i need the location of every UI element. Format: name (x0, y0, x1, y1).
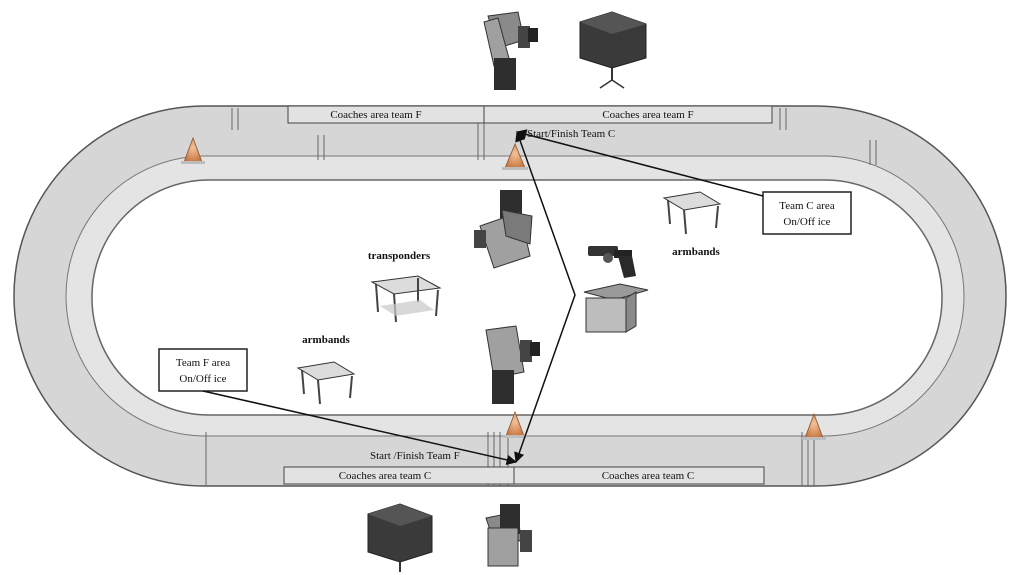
starter-stand-icon (583, 283, 649, 333)
cone-icon (802, 412, 826, 440)
armbands-table-right-icon (662, 191, 722, 235)
start-finish-team-f-label: Start /Finish Team F (370, 450, 460, 462)
video-camera-icon (483, 11, 538, 90)
coaches-area-bottom-left-label: Coaches area team C (339, 470, 432, 482)
team-c-area-sublabel: On/Off ice (783, 216, 830, 228)
speaker-box-icon (367, 503, 433, 572)
connector-arrows (202, 129, 764, 466)
armbands-left-label: armbands (302, 334, 350, 346)
coaches-area-bottom-right-label: Coaches area team C (602, 470, 695, 482)
start-line-arrow (514, 131, 576, 463)
transponders-label: transponders (368, 250, 431, 262)
team-c-arrow (515, 129, 764, 197)
team-c-area-label: Team C area (779, 200, 835, 212)
team-f-area-sublabel: On/Off ice (179, 373, 226, 385)
cone-icon (181, 136, 205, 164)
armbands-table-left-icon (296, 361, 356, 405)
video-camera-icon (485, 504, 532, 567)
starter-pistol-icon (588, 246, 636, 278)
start-finish-team-c-label: Start/Finish Team C (527, 128, 615, 140)
coaches-area-top: Coaches area team F Coaches area team F (287, 105, 773, 124)
team-f-area-box: Team F area On/Off ice (158, 348, 248, 392)
coaches-area-top-left-label: Coaches area team F (330, 109, 421, 121)
speaker-box-icon (579, 11, 647, 89)
team-c-area-box: Team C area On/Off ice (762, 191, 852, 235)
coaches-area-top-right-label: Coaches area team F (602, 109, 693, 121)
coaches-area-bottom: Coaches area team C Coaches area team C (283, 466, 765, 485)
team-f-arrow (202, 390, 518, 466)
transponders-table-icon (370, 275, 442, 323)
team-f-area-label: Team F area (176, 357, 230, 369)
armbands-right-label: armbands (672, 246, 720, 258)
